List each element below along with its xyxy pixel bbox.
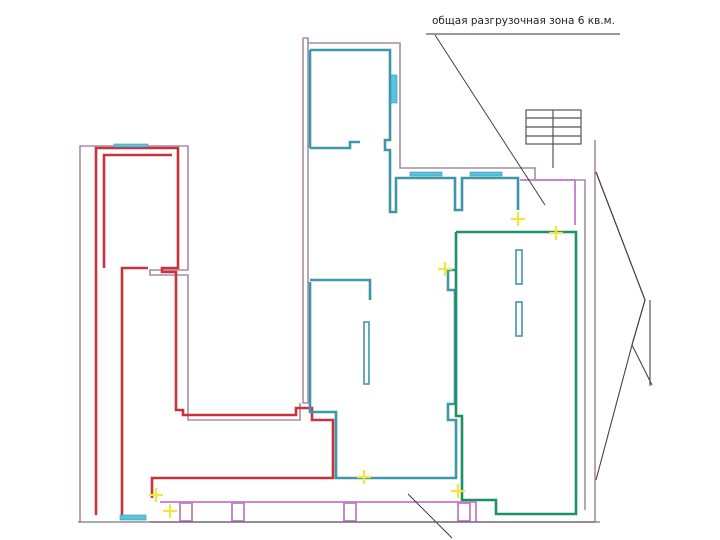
window-top-right: [390, 74, 398, 104]
red-unit-corridor: [120, 266, 148, 515]
unloading-zone: [160, 179, 576, 522]
bottom-window-4: [457, 502, 471, 522]
blue-unit-upper-room: [310, 48, 520, 214]
entrance-marker: [549, 226, 563, 240]
window-accents: [113, 74, 503, 521]
column-green-room-1: [515, 249, 523, 285]
entrance-marker: [163, 504, 177, 518]
blue-unit: [308, 48, 520, 480]
window-bottom-left: [119, 514, 147, 521]
ventilation-unit: [525, 109, 582, 168]
blue-unit-lower-outline: [308, 268, 458, 480]
outer-wall-top: [308, 42, 586, 510]
outer-wall-center: [302, 37, 309, 404]
bottom-window-3: [343, 502, 357, 522]
entrance-marker: [357, 470, 371, 484]
red-unit-outline: [94, 146, 335, 515]
interior-fixtures: [363, 249, 523, 385]
unloading-zone-label: общая разгрузочная зона 6 кв.м.: [432, 15, 615, 27]
unloading-zone-outline: [520, 179, 576, 225]
facade-zigzag: [595, 171, 653, 386]
column-blue-room: [363, 321, 370, 385]
entrance-markers: [149, 212, 563, 518]
outer-wall-left: [79, 145, 301, 522]
window-upper-1: [409, 171, 443, 177]
facade-zigzag-back: [595, 171, 646, 481]
red-unit-inner-wall: [102, 153, 172, 268]
window-top-left: [113, 143, 149, 148]
entrance-marker: [438, 262, 452, 276]
annotation-leader: [434, 34, 546, 206]
red-unit: [94, 146, 335, 515]
blue-unit-mid-wall: [310, 140, 360, 150]
green-unit-outline: [454, 230, 578, 516]
bottom-window-2: [231, 502, 245, 522]
entrance-marker: [451, 484, 465, 498]
blue-unit-lower-room: [310, 278, 372, 300]
column-green-room-2: [515, 301, 523, 337]
entrance-marker: [511, 212, 525, 226]
bottom-partitions: [160, 501, 477, 522]
green-unit: [454, 230, 578, 516]
bottom-leader: [407, 493, 453, 539]
window-upper-2: [469, 171, 503, 177]
bottom-window-1: [179, 502, 193, 522]
entrance-marker: [149, 488, 163, 502]
